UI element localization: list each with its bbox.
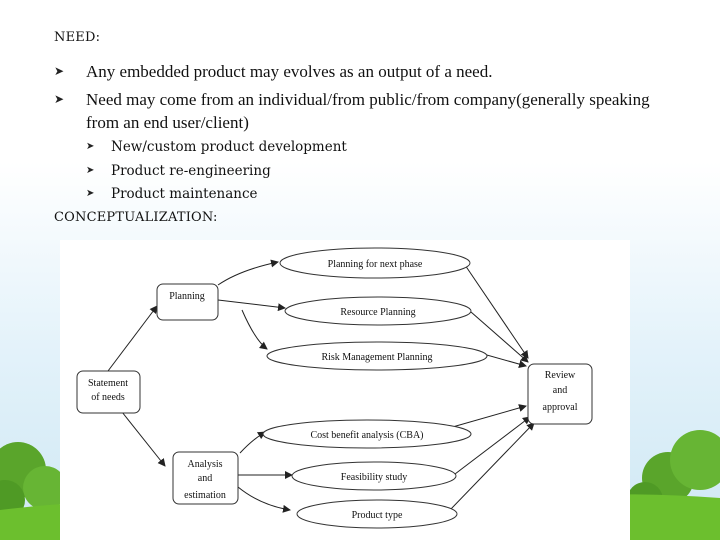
analysis-label-line2: and [198, 473, 212, 484]
review-label-line1: Review [545, 370, 576, 381]
bullet-2: ➤ Need may come from an individual/from … [54, 88, 686, 134]
sub-bullet-2-text: Product re-engineering [111, 161, 271, 181]
arrow-bullet-icon: ➤ [86, 137, 111, 157]
statement-label-line2: of needs [91, 392, 125, 403]
ellipse-label-resource: Resource Planning [340, 307, 415, 318]
analysis-label-line3: estimation [184, 490, 226, 501]
arrow-planning-resource [218, 300, 285, 308]
arrow-statement-planning [108, 306, 157, 371]
ellipse-label-feasibility: Feasibility study [341, 472, 407, 483]
conceptualization-diagram: Statement of needs Planning Analysis and… [60, 240, 630, 540]
arrow-bullet-icon: ➤ [54, 60, 86, 83]
arrow-analysis-cba [240, 432, 265, 453]
sub-bullet-3: ➤ Product maintenance [86, 184, 258, 204]
statement-label-line1: Statement [88, 378, 128, 389]
arrow-statement-analysis [122, 412, 165, 466]
review-label-line3: approval [543, 402, 578, 413]
sub-bullet-1-text: New/custom product development [111, 137, 347, 157]
planning-label: Planning [169, 291, 205, 302]
arrow-planning-risk [242, 310, 267, 349]
bullet-2-text: Need may come from an individual/from pu… [86, 88, 686, 134]
arrow-planning-next-phase [218, 262, 278, 285]
bullet-1-text: Any embedded product may evolves as an o… [86, 60, 686, 83]
box-planning [157, 284, 218, 320]
arrow-analysis-product-type [238, 487, 290, 510]
arrow-next-phase-review [465, 265, 528, 358]
arrow-bullet-icon: ➤ [54, 88, 86, 134]
sub-bullet-1: ➤ New/custom product development [86, 137, 347, 157]
arrow-bullet-icon: ➤ [86, 161, 111, 181]
heading-need: NEED: [54, 30, 100, 45]
ellipse-label-product-type: Product type [352, 510, 403, 521]
review-label-line2: and [553, 385, 567, 396]
heading-conceptualization: CONCEPTUALIZATION: [54, 210, 218, 225]
diagram-svg: Statement of needs Planning Analysis and… [60, 240, 630, 540]
arrow-bullet-icon: ➤ [86, 184, 111, 204]
bullet-1: ➤ Any embedded product may evolves as an… [54, 60, 686, 83]
ellipse-label-cba: Cost benefit analysis (CBA) [310, 430, 423, 441]
sub-bullet-2: ➤ Product re-engineering [86, 161, 271, 181]
ellipse-label-risk: Risk Management Planning [321, 352, 432, 363]
ellipse-label-next-phase: Planning for next phase [328, 259, 423, 270]
sub-bullet-3-text: Product maintenance [111, 184, 258, 204]
analysis-label-line1: Analysis [188, 459, 223, 470]
